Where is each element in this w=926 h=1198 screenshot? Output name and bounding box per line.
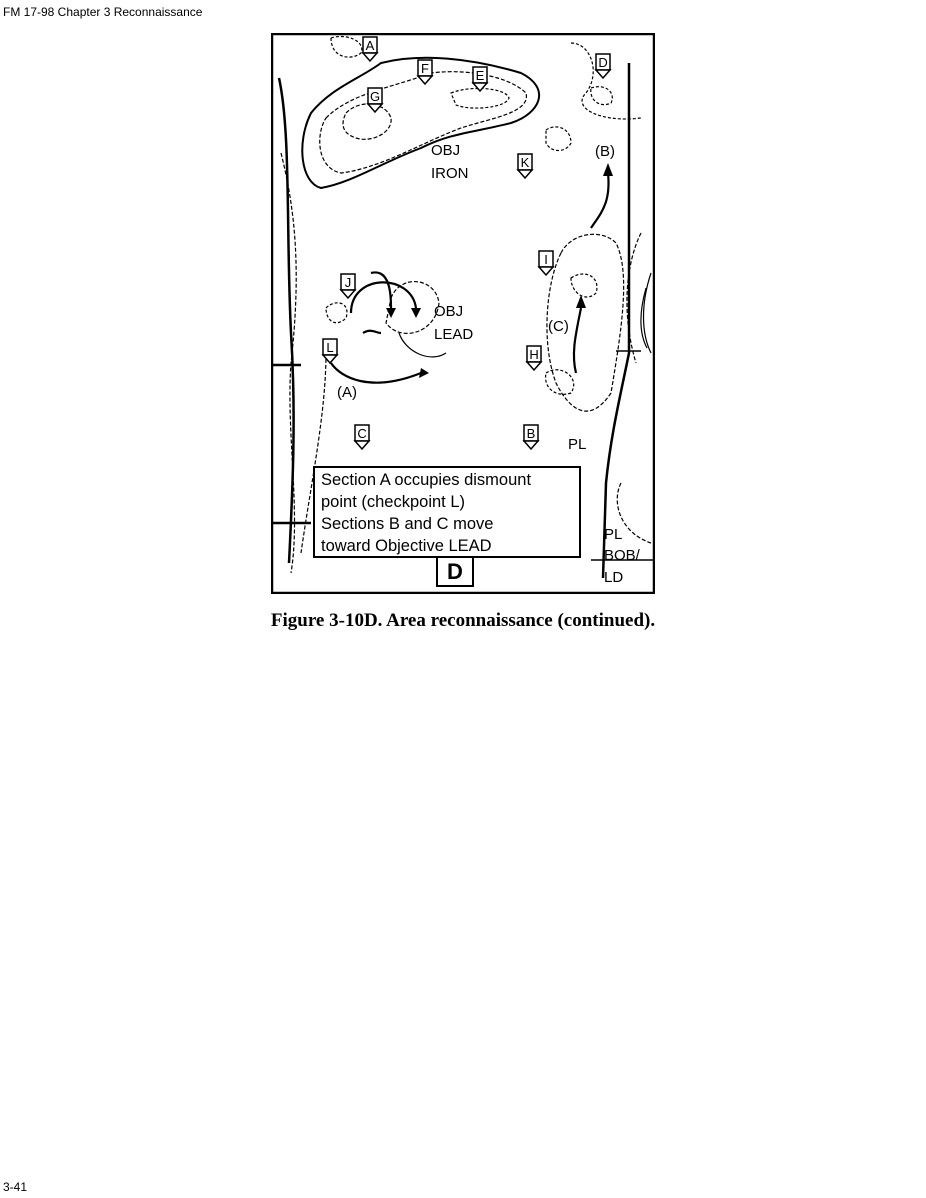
svg-text:A: A [366, 38, 375, 53]
page-number: 3-41 [3, 1180, 28, 1194]
section-a-label: (A) [337, 384, 357, 401]
section-b-label: (B) [595, 143, 615, 160]
svg-text:K: K [521, 155, 530, 170]
svg-text:L: L [326, 340, 333, 355]
page-header: FM 17-98 Chapter 3 Reconnaissance [3, 5, 203, 19]
svg-text:J: J [345, 275, 352, 290]
arrowheads [386, 163, 613, 378]
map-note-box: Section A occupies dismount point (check… [313, 466, 581, 558]
obj-iron-label: OBJ [431, 142, 460, 159]
svg-text:G: G [370, 89, 380, 104]
checkpoint-markers: A F E G D K I J L H C B [321, 36, 612, 451]
note-line: Section A occupies dismount [321, 471, 532, 489]
map-labels: OBJ IRON (B) OBJ LEAD (C) (A) PL PL BOB/… [337, 142, 641, 586]
svg-text:I: I [544, 252, 548, 267]
note-line: Sections B and C move [321, 515, 494, 533]
svg-text:F: F [421, 61, 429, 76]
note-line: point (checkpoint L) [321, 493, 465, 511]
svg-text:LEAD: LEAD [434, 326, 473, 343]
svg-text:BOB/: BOB/ [604, 547, 641, 564]
movement-routes [330, 172, 610, 384]
svg-text:D: D [598, 55, 607, 70]
svg-text:LD: LD [604, 569, 623, 586]
phase-line-label: PL [568, 436, 586, 453]
note-line: toward Objective LEAD [321, 537, 492, 555]
figure-caption: Figure 3-10D. Area reconnaissance (conti… [270, 610, 656, 631]
panel-letter: D [436, 556, 474, 587]
contour-lines [280, 35, 652, 574]
pl-bob-label: PL [604, 526, 622, 543]
svg-text:IRON: IRON [431, 165, 469, 182]
svg-text:H: H [529, 347, 538, 362]
section-c-label: (C) [548, 318, 569, 335]
svg-text:B: B [527, 426, 536, 441]
obj-lead-label: OBJ [434, 303, 463, 320]
svg-text:C: C [357, 426, 366, 441]
roads [271, 63, 655, 579]
svg-text:E: E [476, 68, 485, 83]
